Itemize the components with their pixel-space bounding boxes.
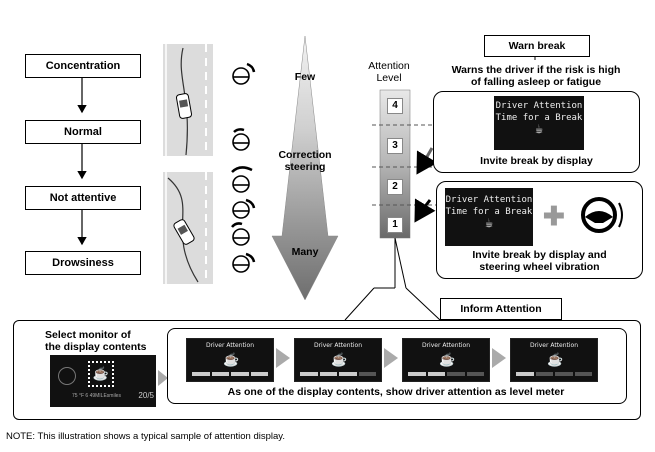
correction-few: Few <box>294 71 316 83</box>
mini-title: Driver Attention <box>529 342 579 349</box>
gauge-icon <box>58 367 76 385</box>
break-screen-small: Driver Attention Time for a Break ☕ <box>494 96 584 150</box>
invite-vibration-label: Invite break by display and steering whe… <box>472 249 607 273</box>
coffee-icon: ☕ <box>535 122 543 137</box>
correction-arrow <box>271 35 339 301</box>
level-meter-screen-3: Driver Attention ☕ <box>402 338 490 382</box>
level-meter-screen-4: Driver Attention ☕ <box>510 338 598 382</box>
break-screen-text-large: Driver Attention Time for a Break <box>445 195 533 217</box>
warn-break-description: Warns the driver if the risk is high of … <box>451 64 621 88</box>
level-meter-screen-1: Driver Attention ☕ <box>186 338 274 382</box>
cluster-selected-icon: ☕ <box>88 361 114 387</box>
instrument-cluster: ☕ 75 °F 6 49MILEsmiles 20/5 <box>50 355 156 407</box>
inform-caption: As one of the display contents, show dri… <box>227 386 565 398</box>
state-normal: Normal <box>25 120 141 144</box>
plus-icon: ✚ <box>543 201 565 231</box>
mini-title: Driver Attention <box>313 342 363 349</box>
break-screen-large: Driver Attention Time for a Break ☕ <box>445 188 533 246</box>
inform-attention-title: Inform Attention <box>440 298 562 320</box>
progress-arrow-2 <box>384 348 398 368</box>
warn-break-title: Warn break <box>484 35 590 57</box>
correction-steering-label: Correction steering <box>278 149 332 173</box>
cluster-right: 20/5 <box>138 391 154 400</box>
level-4: 4 <box>387 98 403 114</box>
state-concentration: Concentration <box>25 54 141 78</box>
attention-column <box>379 89 411 239</box>
note: NOTE: This illustration shows a typical … <box>6 431 285 442</box>
mini-title: Driver Attention <box>205 342 255 349</box>
coffee-icon: ☕ <box>223 352 240 367</box>
coffee-icon: ☕ <box>439 352 456 367</box>
coffee-icon: ☕ <box>485 216 493 231</box>
progress-arrow-1 <box>276 348 290 368</box>
level-1: 1 <box>387 217 403 233</box>
cluster-speed: 75 °F 6 49MILEsmiles <box>72 393 121 399</box>
break-screen-text: Driver Attention Time for a Break <box>495 101 583 123</box>
car-lower <box>173 219 195 245</box>
coffee-icon: ☕ <box>547 352 564 367</box>
cluster-gray-arrow <box>158 370 168 386</box>
level-3: 3 <box>387 138 403 154</box>
correction-many: Many <box>291 246 319 258</box>
car-upper <box>175 93 193 119</box>
level-meter-screen-2: Driver Attention ☕ <box>294 338 382 382</box>
level-2: 2 <box>387 179 403 195</box>
progress-arrow-3 <box>492 348 506 368</box>
attention-level-label: Attention Level <box>368 60 410 84</box>
state-drowsiness: Drowsiness <box>25 251 141 275</box>
coffee-icon: ☕ <box>331 352 348 367</box>
state-not-attentive: Not attentive <box>25 186 141 210</box>
invite-display-label: Invite break by display <box>480 155 593 167</box>
mini-title: Driver Attention <box>421 342 471 349</box>
select-monitor-label: Select monitor of the display contents <box>45 329 147 353</box>
vibrating-steering-wheel-icon <box>581 197 623 233</box>
